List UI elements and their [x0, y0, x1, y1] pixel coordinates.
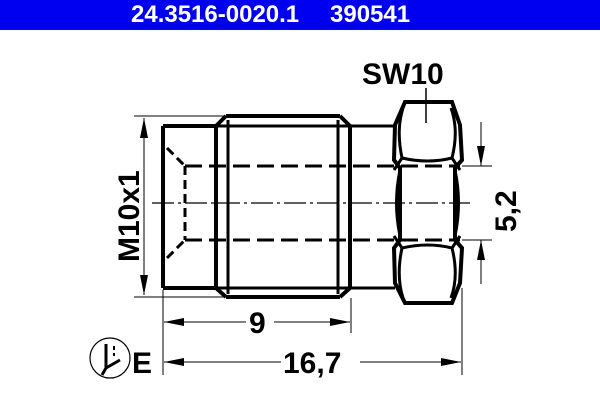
left-body [161, 124, 216, 290]
part-number: 24.3516-0020.1 [131, 1, 300, 28]
thread-length-label: 9 [249, 307, 266, 340]
extension-lines [162, 288, 463, 375]
bore-dimension [462, 122, 492, 284]
thread-label: M10x1 [113, 170, 146, 262]
bore-label: 5,2 [490, 190, 523, 232]
wrench-size-label: SW10 [362, 58, 444, 91]
total-length-label: 16,7 [283, 347, 341, 380]
thread-section [214, 114, 352, 299]
flare-type-label: E [132, 347, 152, 380]
flare-type-symbol-icon [89, 337, 131, 379]
article-code: 390541 [330, 1, 411, 28]
thread-dimension [134, 115, 226, 298]
hex-nut [391, 88, 465, 305]
bore-hidden-lines [185, 164, 460, 242]
neck [350, 124, 395, 290]
title-bar: 24.3516-0020.1 390541 [0, 0, 600, 30]
